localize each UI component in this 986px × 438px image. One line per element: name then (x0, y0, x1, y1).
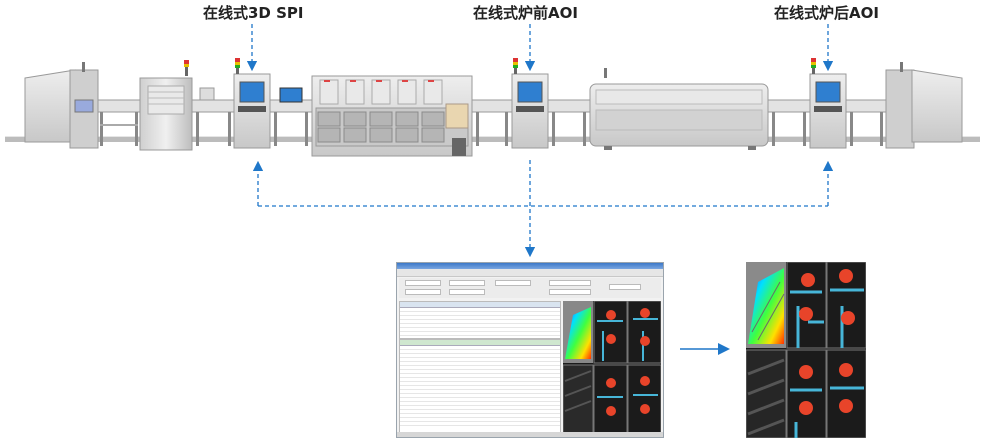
signal-tower-icon (513, 58, 518, 74)
window-titlebar (397, 263, 663, 269)
signal-tower-icon (811, 58, 816, 74)
label-3d-spi: 在线式3D SPI (203, 4, 304, 22)
pre-reflow-aoi-machine (511, 58, 549, 149)
results-table (399, 301, 561, 340)
loader-machine (24, 62, 99, 149)
label-post-reflow-aoi: 在线式炉后AOI (774, 4, 879, 22)
spi-machine (233, 58, 271, 149)
signal-tower-icon (235, 58, 240, 74)
inspection-software-window (396, 262, 664, 438)
arrow-icon (246, 24, 834, 72)
data-link-arrows (252, 160, 834, 258)
printer-machine (139, 60, 193, 151)
reflow-oven (589, 68, 769, 150)
zoomed-inspection-image (746, 262, 866, 438)
post-reflow-aoi-machine (809, 58, 847, 149)
placement-machine (311, 75, 473, 157)
label-pre-reflow-aoi: 在线式炉前AOI (473, 4, 578, 22)
inspection-image-grid (563, 301, 661, 433)
conveyor-rail (5, 136, 980, 142)
window-menubar (397, 269, 663, 277)
unloader-machine (885, 62, 963, 149)
query-form (399, 278, 661, 298)
conveyor-section (191, 87, 235, 146)
status-bar (397, 432, 663, 437)
defect-table (399, 339, 561, 433)
